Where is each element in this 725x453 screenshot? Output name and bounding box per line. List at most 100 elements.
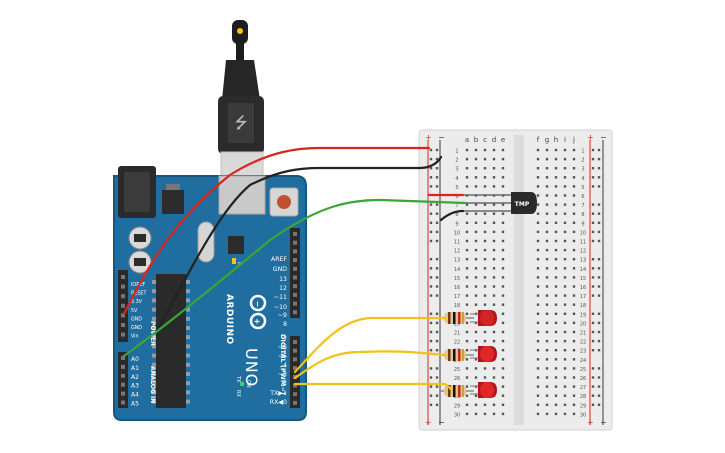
breadboard-hole [483,148,487,152]
breadboard-hole [501,294,505,297]
row-number: 26 [580,376,586,382]
breadboard-hole [536,321,540,325]
breadboard-hole [563,303,567,306]
breadboard-hole [554,330,558,334]
column-letter: a [465,136,469,144]
breadboard-hole [483,230,487,234]
breadboard-hole [572,403,576,406]
row-number: 5 [581,185,584,191]
breadboard-hole [572,312,576,315]
rail-hole [591,267,595,270]
breadboard-hole [563,294,567,297]
breadboard-hole [474,203,478,206]
breadboard-hole [536,258,540,261]
row-number: 20 [580,321,586,327]
row-number: 14 [580,267,586,273]
breadboard-hole [492,376,496,379]
row-number: 10 [454,230,460,236]
breadboard-hole [501,276,505,279]
rail-hole [591,321,595,325]
breadboard-hole [536,157,540,161]
rail-hole [597,330,601,334]
breadboard-hole [492,267,496,270]
ic-pin [152,307,156,312]
breadboard-hole [465,358,469,361]
ic-pins [152,280,190,404]
digital-pin-label: ~10 [274,304,287,311]
breadboard-hole [474,339,478,343]
rail-minus-label-right: − [600,133,607,142]
resistor-1 [440,312,474,324]
rail-hole [591,212,595,215]
row-number: 15 [454,276,460,282]
ic-pin [186,298,190,303]
rail-hole [429,176,433,179]
row-number: 30 [454,412,460,418]
breadboard-hole [501,339,505,343]
breadboard-hole [572,221,576,224]
rail-hole [591,376,595,379]
row-number: 7 [455,203,458,209]
breadboard-hole [501,267,505,270]
breadboard-hole [536,303,540,306]
breadboard-hole [554,230,558,234]
breadboard-hole [536,367,540,370]
breadboard-hole [536,412,540,416]
breadboard-hole [572,230,576,234]
rail-hole [435,203,439,206]
breadboard-hole [572,194,576,197]
header-hole [121,323,125,327]
breadboard-hole [563,349,567,352]
breadboard-hole [536,194,540,197]
breadboard-hole [483,212,487,215]
breadboard-hole [554,394,558,397]
breadboard-hole [536,349,540,352]
rail-hole [435,239,439,243]
breadboard-hole [465,167,469,170]
breadboard-hole [554,221,558,224]
breadboard-hole [483,285,487,288]
rail-plus-label-right: + [587,133,594,142]
row-number: 28 [454,394,460,400]
breadboard-hole [501,248,505,252]
breadboard-hole [483,376,487,379]
breadboard-hole [545,367,549,370]
breadboard-hole [572,239,576,243]
rail-hole [435,385,439,388]
breadboard-hole [554,385,558,388]
wire-green-a0 [122,198,467,358]
breadboard-hole [563,267,567,270]
rail-hole [435,339,439,343]
breadboard-hole [501,349,505,352]
rail-hole [597,258,601,261]
rail-hole [435,403,439,406]
breadboard-hole [572,267,576,270]
breadboard-hole [545,167,549,170]
wire-yellow-4 [293,316,447,374]
breadboard-hole [563,394,567,397]
breadboard-hole [554,239,558,243]
breadboard-hole [545,330,549,334]
breadboard-hole [465,294,469,297]
row-number: 8 [581,212,584,218]
column-letter: b [474,136,479,144]
rail-hole [597,176,601,179]
breadboard-hole [492,185,496,188]
breadboard-hole [572,303,576,306]
ic-pin [152,344,156,349]
breadboard-hole [501,321,505,325]
breadboard-hole [536,312,540,315]
breadboard-hole [465,267,469,270]
breadboard-hole [492,248,496,252]
row-number: 5 [455,185,458,191]
rail-hole [591,167,595,170]
rail-hole [435,312,439,315]
rail-hole [435,285,439,288]
breadboard-hole [554,203,558,206]
header-hole [293,275,297,280]
rail-hole [597,294,601,297]
ic-pin [186,344,190,349]
breadboard-hole [554,349,558,352]
breadboard-hole [536,267,540,270]
breadboard-hole [536,339,540,343]
